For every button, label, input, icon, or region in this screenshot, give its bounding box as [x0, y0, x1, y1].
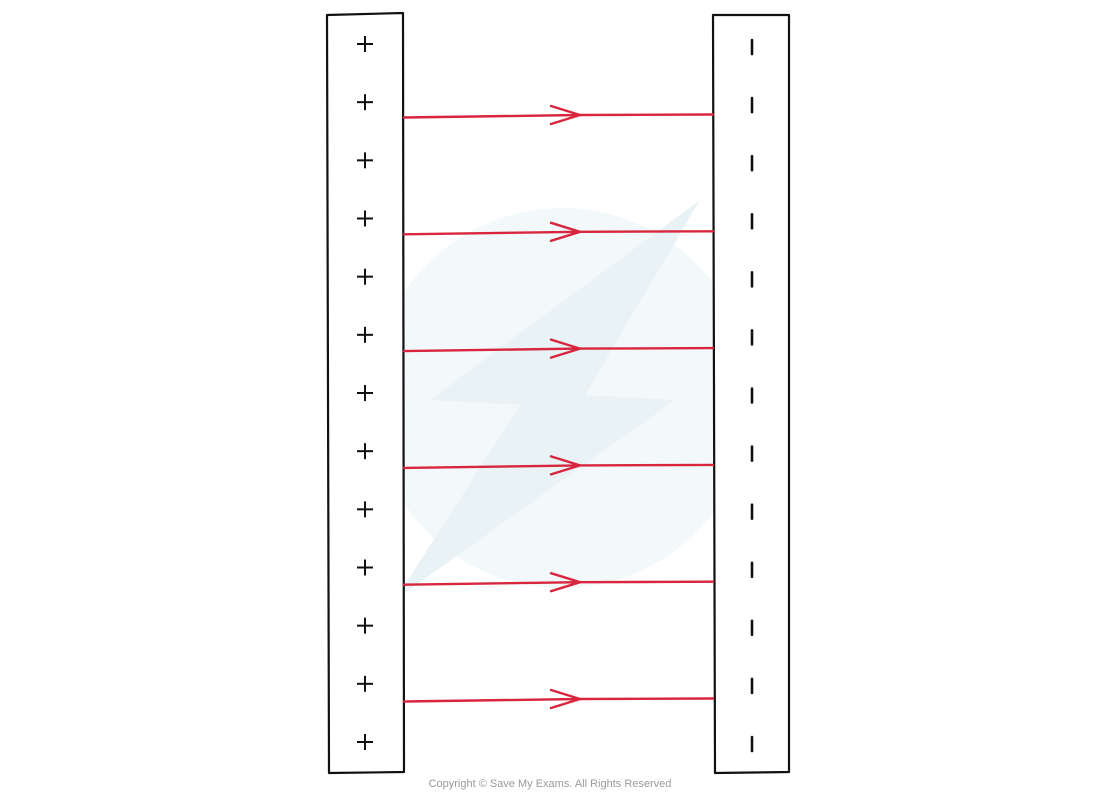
- positive-charge-icon: [357, 326, 373, 343]
- arrowhead-icon: [549, 572, 582, 593]
- positive-charge-icon: [357, 94, 373, 111]
- positive-charge-icon: [357, 152, 373, 169]
- positive-charge-icon: [357, 385, 373, 401]
- field-line: [402, 221, 715, 242]
- watermark-logo-icon: [372, 200, 752, 600]
- positive-charges: [357, 36, 373, 750]
- arrowhead-icon: [549, 455, 582, 476]
- field-line: [402, 338, 715, 359]
- field-line: [402, 455, 715, 476]
- field-lines: [402, 104, 715, 710]
- arrowhead-icon: [549, 104, 582, 126]
- positive-charge-icon: [357, 675, 373, 692]
- positive-charge-icon: [357, 559, 373, 576]
- positive-charge-icon: [357, 617, 373, 634]
- field-line: [402, 688, 715, 710]
- field-line: [402, 572, 715, 593]
- positive-charge-icon: [357, 734, 373, 750]
- copyright-text: Copyright © Save My Exams. All Rights Re…: [428, 778, 672, 790]
- positive-charge-icon: [357, 210, 373, 227]
- positive-charge-icon: [357, 443, 373, 460]
- field-line: [402, 104, 715, 126]
- positive-charge-icon: [357, 36, 373, 52]
- arrowhead-icon: [549, 221, 582, 242]
- arrowhead-icon: [549, 338, 582, 359]
- arrowhead-icon: [549, 688, 582, 710]
- positive-charge-icon: [357, 268, 373, 285]
- positive-charge-icon: [357, 501, 373, 518]
